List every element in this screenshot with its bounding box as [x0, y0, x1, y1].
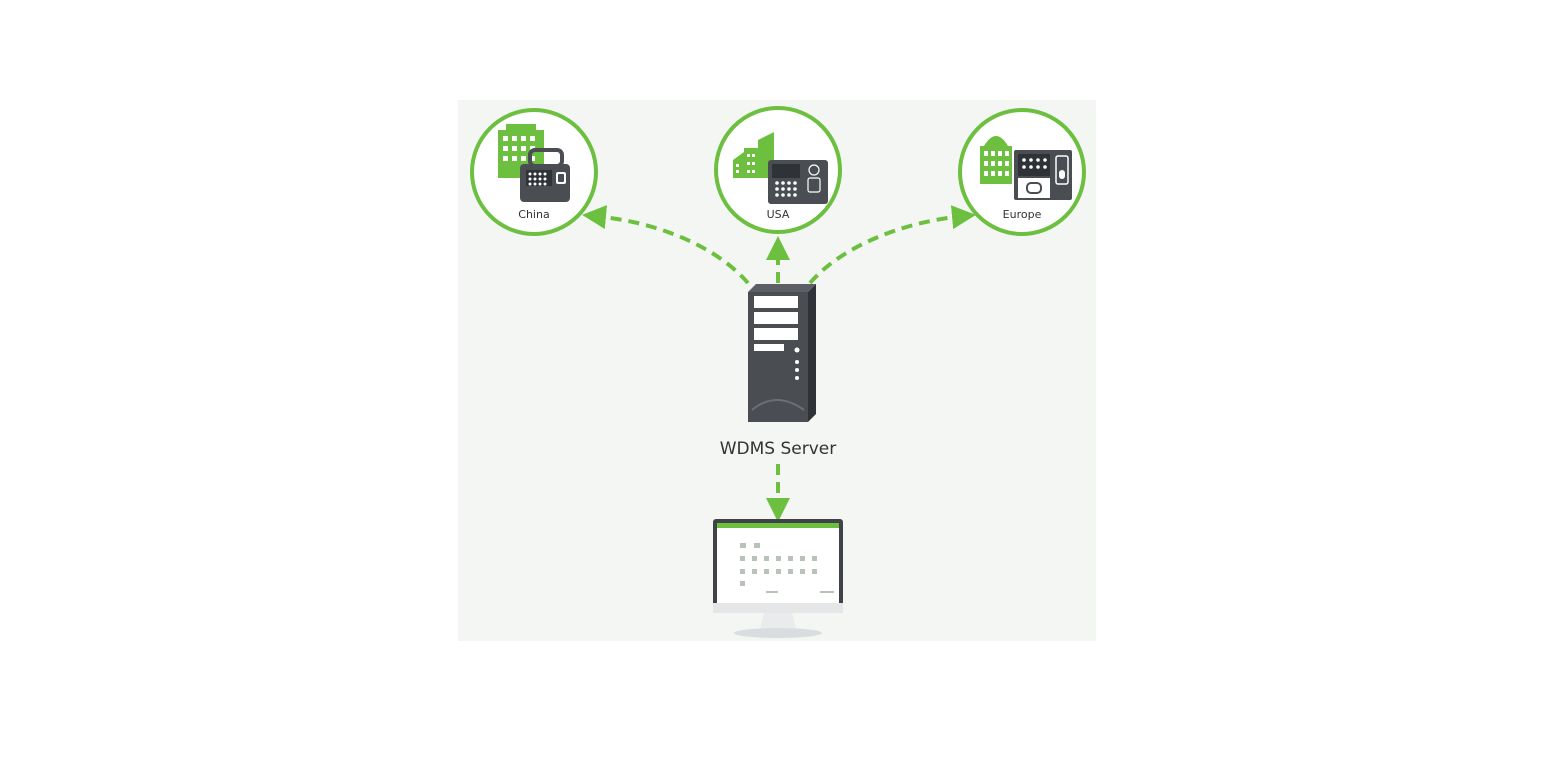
site-usa: USA [714, 106, 842, 234]
desktop-monitor-icon [713, 519, 843, 638]
face-recognition-terminal-icon [1014, 150, 1072, 200]
server-tower-icon [748, 284, 816, 422]
connector-to-china [582, 205, 750, 285]
connectors [582, 205, 976, 522]
connector-to-europe [808, 205, 976, 285]
site-label-china: China [518, 208, 549, 221]
site-china: China [470, 108, 598, 236]
site-label-usa: USA [767, 208, 790, 221]
site-europe: Europe [958, 108, 1086, 236]
site-label-europe: Europe [1003, 208, 1042, 221]
keypad-terminal-icon [768, 160, 828, 204]
time-attendance-terminal-icon [520, 148, 570, 202]
server-label: WDMS Server [720, 439, 837, 459]
